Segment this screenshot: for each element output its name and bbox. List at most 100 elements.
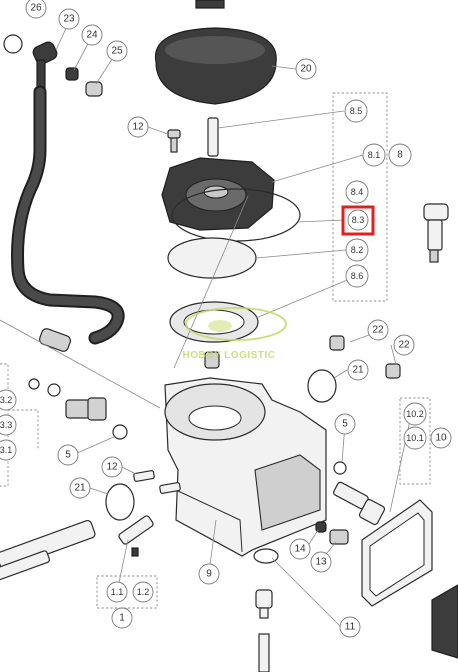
callout-23[interactable]: 23 [58, 8, 80, 30]
callout-10[interactable]: 10 [430, 427, 452, 449]
part-8-5-pin [207, 117, 219, 157]
part-cover-plate-far-right [431, 584, 458, 659]
part-8-1-housing [161, 157, 275, 231]
callout-26-label: 26 [30, 3, 42, 14]
callout-12-top-label: 12 [132, 122, 144, 133]
callout-8-label: 8 [397, 150, 403, 161]
callout-10-label: 10 [435, 433, 447, 444]
group-bracket-3 [0, 363, 9, 487]
group-bracket-8 [332, 92, 388, 302]
part-oring-bottom [253, 548, 279, 564]
part-tube-bottom [258, 633, 270, 672]
part-8-3-disc [167, 237, 257, 279]
callout-21-right-label: 21 [352, 365, 364, 376]
part-1-fitting [118, 515, 154, 557]
callout-1-1[interactable]: 1.1 [106, 581, 128, 603]
callout-21-left-label: 21 [74, 483, 86, 494]
callout-3-2[interactable]: 3.2 [0, 389, 17, 411]
leader-lines [0, 21, 411, 627]
callout-10-2-label: 10.2 [406, 409, 424, 419]
callout-8-3-label: 8.3 [352, 215, 365, 225]
callout-9[interactable]: 9 [198, 563, 220, 585]
part-12-screw-top [167, 129, 181, 153]
callout-8-1[interactable]: 8.1 [362, 143, 386, 167]
callout-5-right[interactable]: 5 [334, 413, 356, 435]
part-9-main-body [164, 377, 327, 557]
callout-8-6-label: 8.6 [351, 271, 364, 281]
part-3-2-oring [28, 378, 40, 390]
callout-11-label: 11 [345, 622, 356, 633]
callout-12-top[interactable]: 12 [127, 116, 149, 138]
callout-8-5[interactable]: 8.5 [344, 99, 368, 123]
callout-22-lower[interactable]: 22 [393, 334, 415, 356]
callout-25-label: 25 [111, 46, 123, 57]
callout-25[interactable]: 25 [106, 40, 128, 62]
callout-12-mid-label: 12 [106, 462, 118, 473]
part-8-6-plug [204, 351, 220, 369]
callout-21-left[interactable]: 21 [69, 477, 91, 499]
callout-1-1-label: 1.1 [111, 587, 124, 597]
callout-1-2[interactable]: 1.2 [132, 581, 154, 603]
callout-5-right-label: 5 [342, 419, 348, 430]
part-bolt-right [423, 203, 449, 263]
callout-14[interactable]: 14 [289, 538, 311, 560]
callout-8-3-highlighted[interactable]: 8.3 [341, 205, 375, 236]
callout-8-4[interactable]: 8.4 [345, 180, 369, 204]
part-gasket-plate [361, 499, 433, 607]
callout-3-2-label: 3.2 [0, 395, 12, 405]
callout-20[interactable]: 20 [295, 58, 317, 80]
callout-22-lower-label: 22 [398, 340, 410, 351]
callout-10-1[interactable]: 10.1 [403, 426, 427, 450]
callout-8-2-label: 8.2 [351, 245, 364, 255]
callout-11[interactable]: 11 [339, 616, 361, 638]
callout-22-upper[interactable]: 22 [367, 319, 389, 341]
part-11-fitting [255, 589, 273, 619]
callout-10-1-label: 10.1 [406, 433, 424, 443]
callout-8-1-label: 8.1 [368, 150, 381, 160]
callout-13-label: 13 [315, 557, 327, 568]
part-22-nut-upper [329, 335, 345, 351]
part-14-washer [315, 521, 327, 533]
callout-8-2[interactable]: 8.2 [345, 238, 369, 262]
callout-24[interactable]: 24 [81, 24, 103, 46]
callout-8-4-label: 8.4 [351, 187, 364, 197]
part-5-left-oring [112, 424, 128, 440]
bracket-3-link [8, 409, 39, 450]
part-12-screw-mid [133, 470, 181, 494]
callout-1[interactable]: 1 [111, 607, 133, 629]
callout-8-5-label: 8.5 [350, 106, 363, 116]
callout-3-3[interactable]: 3.3 [0, 414, 17, 436]
part-21-oring-left [105, 483, 135, 521]
part-left-elbow [38, 328, 72, 352]
callout-26[interactable]: 26 [25, 0, 47, 19]
callout-22-upper-label: 22 [372, 325, 384, 336]
callout-21-right[interactable]: 21 [347, 359, 369, 381]
callout-9-label: 9 [206, 569, 212, 580]
callout-5-left-label: 5 [65, 450, 71, 461]
group-bracket-10 [399, 397, 431, 485]
part-3-3-oring [47, 383, 61, 397]
callout-3-1[interactable]: 3.1 [0, 439, 17, 461]
part-top-clipped [195, 0, 225, 9]
watermark-logo: HOBBY LOGISTIC [183, 307, 287, 361]
callout-10-2[interactable]: 10.2 [403, 402, 427, 426]
part-26-oring [3, 34, 23, 54]
group-bracket-1 [96, 575, 158, 609]
watermark-text: HOBBY LOGISTIC [183, 350, 276, 361]
part-24-nut [65, 67, 79, 81]
part-pipe-left [0, 519, 96, 582]
part-22-nut-lower [385, 363, 401, 379]
callout-8-6[interactable]: 8.6 [345, 264, 369, 288]
callout-13[interactable]: 13 [310, 551, 332, 573]
callout-3-3-label: 3.3 [0, 420, 12, 430]
part-20-cover [154, 27, 277, 105]
callout-20-label: 20 [300, 64, 312, 75]
callout-3-1-label: 3.1 [0, 445, 12, 455]
part-21-oring-right [307, 369, 337, 403]
part-3-fitting [65, 397, 107, 421]
callout-12-mid[interactable]: 12 [101, 456, 123, 478]
callout-8[interactable]: 8 [388, 143, 412, 167]
callout-5-left[interactable]: 5 [57, 444, 79, 466]
part-5-right-oring [333, 461, 347, 475]
